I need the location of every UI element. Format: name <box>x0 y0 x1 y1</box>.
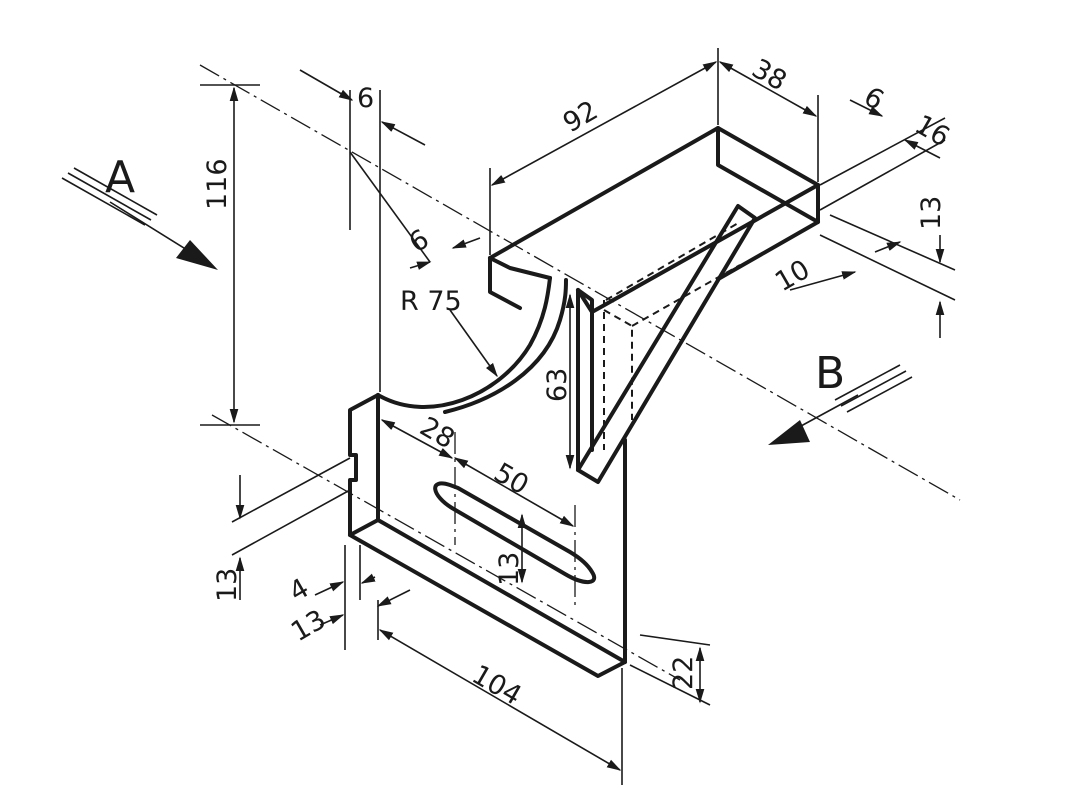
base-plate-front-face <box>376 393 627 664</box>
dim-38: 38 <box>747 53 792 97</box>
dim-13-right: 13 <box>916 196 947 230</box>
top-plate-top-face <box>488 126 820 314</box>
view-label-a: A <box>105 152 135 203</box>
vertical-web-edge <box>576 288 627 472</box>
top-plate-front-face <box>488 183 820 310</box>
dim-50: 50 <box>489 457 534 501</box>
bracket-body <box>348 126 820 678</box>
radius-label: R 75 <box>400 286 462 317</box>
view-arrow-a <box>61 167 218 270</box>
hidden-lines <box>603 221 741 450</box>
gusset-side <box>576 288 594 452</box>
dim-6-top: 6 <box>357 83 374 114</box>
base-plate-bottom-edge <box>348 533 627 678</box>
dim-13-bottom: 13 <box>286 604 331 648</box>
dim-116: 116 <box>202 158 233 210</box>
top-plate-edge <box>488 126 820 280</box>
view-label-b: B <box>815 348 845 399</box>
dim-13-left: 13 <box>212 568 243 602</box>
gusset-rib <box>576 204 757 484</box>
dim-92: 92 <box>558 95 603 139</box>
dim-10: 10 <box>770 254 815 298</box>
dimension-lines <box>200 48 956 785</box>
dim-4: 4 <box>284 573 314 608</box>
radius-curve-front <box>376 276 552 409</box>
dim-13-slot: 13 <box>494 552 525 586</box>
base-plate-side-face <box>348 393 380 537</box>
dim-28: 28 <box>415 411 460 455</box>
view-arrow-b <box>768 364 913 445</box>
dim-22: 22 <box>668 656 699 690</box>
radius-curve-back <box>443 278 568 414</box>
dim-104: 104 <box>467 659 527 712</box>
dim-6-right: 6 <box>859 81 889 116</box>
dim-6-mid: 6 <box>404 224 434 259</box>
base-slot <box>433 481 596 584</box>
dim-63: 63 <box>542 368 573 402</box>
